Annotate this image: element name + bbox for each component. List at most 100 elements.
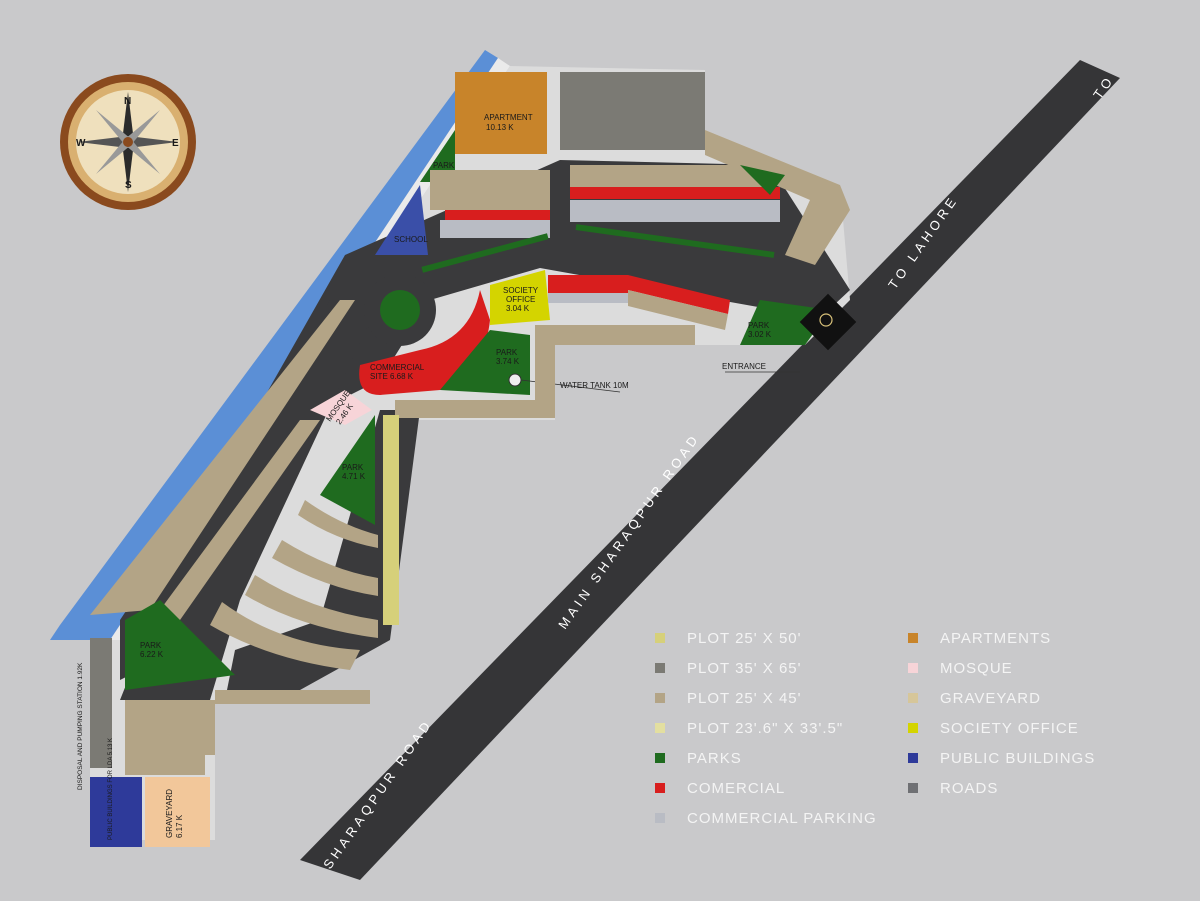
park5-area: 6.22 K [140,650,164,659]
plots-curve-1 [298,500,378,548]
legend-label: PLOT 35' X 65' [687,659,802,677]
map-legend: PLOT 25' X 50' PLOT 35' X 65' PLOT 25' X… [655,628,1135,838]
legend-item: COMERCIAL [655,778,785,798]
legend-item: PLOT 25' X 50' [655,628,802,648]
park-4 [320,415,375,525]
water-tank-label: WATER TANK 10M [560,381,629,390]
parking-row-top-left [440,220,550,238]
green-strip-2 [575,224,775,258]
plots-col-46-70 [383,415,399,625]
legend-label: PLOT 25' X 50' [687,629,802,647]
legend-swatch [655,813,665,823]
plots-row-23-30 [535,345,555,415]
society-label-2: OFFICE [506,295,535,304]
legend-item: PUBLIC BUILDINGS [908,748,1095,768]
plots-right-cluster [705,130,850,265]
commercial-label: COMMERCIAL [370,363,425,372]
school-block [375,185,428,255]
legend-item: APARTMENTS [908,628,1051,648]
plots-curve-3 [245,575,378,638]
canal [50,50,498,640]
legend-swatch [655,783,665,793]
plots-row-34 [570,165,770,187]
compass-e: E [172,138,179,149]
park2-label: PARK [496,348,518,357]
park4-label: PARK [342,463,364,472]
commercial-area: SITE 6.68 K [370,372,414,381]
entrance-label: ENTRANCE [722,362,766,371]
commercial-row-mid-right [628,275,730,314]
compass-s: S [125,180,132,191]
plots-bottom-row-2 [125,755,205,775]
plots-west-inner [160,420,320,620]
legend-item: PLOT 25' X 45' [655,688,802,708]
legend-label: COMMERCIAL PARKING [687,809,877,827]
graveyard-block [145,777,210,847]
graveyard-area: 6.17 K [175,814,184,838]
plots-row-12-22 [535,325,695,345]
legend-label: GRAVEYARD [940,689,1041,707]
legend-swatch [655,723,665,733]
legend-item: PLOT 35' X 65' [655,658,802,678]
legend-swatch [908,783,918,793]
school-label: SCHOOL [394,235,428,244]
society-office [490,270,550,325]
park-right-small [740,165,785,195]
water-tank [508,373,522,387]
park5-label: PARK [140,641,162,650]
legend-item: PARKS [655,748,742,768]
plots-row-72 [430,190,550,210]
legend-swatch [655,663,665,673]
legend-label: APARTMENTS [940,629,1052,647]
legend-label: PLOT 25' X 45' [687,689,802,707]
apartment-label: APARTMENT [484,113,533,122]
park-2 [440,330,530,395]
plots-col-285-294 [90,638,112,768]
green-strip [421,233,549,273]
commercial-site [359,290,490,395]
park1-label: PARK [433,161,455,170]
plots-bottom-block [125,700,215,755]
public-building [90,777,142,847]
legend-swatch [908,633,918,643]
plots-row-64 [430,170,550,190]
parking-row-mid [548,293,628,303]
apartment-area: 10.13 K [486,123,514,132]
society-area: 3.04 K [506,304,530,313]
legend-swatch [908,723,918,733]
plots-top-row-2 [560,100,705,150]
legend-label: MOSQUE [940,659,1013,677]
disposal-label: DISPOSAL AND PUMPING STATION 1.92K [77,662,84,790]
mosque [310,390,372,425]
park-3 [740,300,830,345]
park3-label: PARK [748,321,770,330]
park2-area: 3.74 K [496,357,520,366]
legend-item: MOSQUE [908,658,1013,678]
legend-swatch [655,693,665,703]
compass-center [123,137,133,147]
plots-curve-2 [272,540,378,596]
park4-area: 4.71 K [342,472,366,481]
commercial-row-top-left [445,210,550,220]
legend-label: ROADS [940,779,999,797]
commercial-row-top [570,187,780,199]
legend-swatch [655,753,665,763]
plots-row-30-45 [395,400,555,418]
apartment-block [455,72,547,154]
legend-label: PUBLIC BUILDINGS [940,749,1096,767]
legend-item: ROADS [908,778,998,798]
roundabout-park [380,290,420,330]
plots-row-mid-right [628,290,728,330]
legend-swatch [655,633,665,643]
graveyard-label: GRAVEYARD [165,789,174,838]
compass-n: N [124,96,131,107]
legend-label: COMERCIAL [687,779,786,797]
entrance-logo [819,313,833,327]
plots-top-row-1 [560,72,705,100]
legend-item: COMMERCIAL PARKING [655,808,877,828]
legend-swatch [908,663,918,673]
compass-rose: N S E W [60,74,196,210]
legend-label: PARKS [687,749,742,767]
